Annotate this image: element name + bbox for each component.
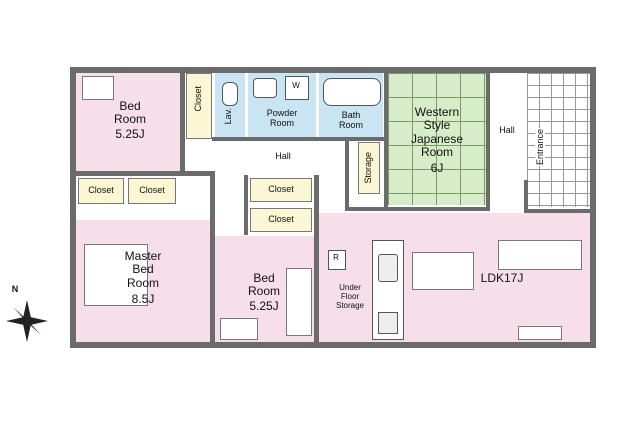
kitchen-sink-icon [378,254,398,282]
wall [345,207,490,211]
hall-center-label: Hall [275,151,291,161]
stove-icon [378,312,398,334]
closet-left-1 [78,178,124,204]
wall [524,180,528,212]
wall [244,175,248,235]
wall [314,175,319,342]
entrance-label: Entrance [535,128,546,167]
wall [210,171,215,342]
fridge-label: R [333,253,339,262]
outer-wall [70,67,596,348]
sofa-icon [498,240,582,270]
wall [76,171,210,176]
bed-room-1-name: Bed Room [113,99,146,127]
storage [358,142,380,194]
closet-center-2 [250,208,312,232]
closet-left-1-label: Closet [88,185,114,195]
bed-room-2-size: 5.25J [249,299,279,313]
storage-label: Storage [363,152,373,184]
ldk-label: LDK17J [480,271,524,285]
hall-center [212,139,344,175]
closet-left-2 [128,178,176,204]
lav-label: Lav. [223,108,233,125]
wall [212,137,384,141]
japanese-room-size: 6J [430,161,444,175]
master-bed-size: 8.5J [131,292,155,306]
closet-left-2-label: Closet [139,185,165,195]
fridge-icon [328,250,346,270]
closet-top-label: Closet [193,86,203,112]
wall [345,140,349,210]
compass-rose-icon [6,300,48,342]
washer-icon [285,76,309,100]
master-bed-name: Master Bed Room [124,249,162,290]
bed-room-2-name: Bed Room [247,271,280,299]
wall [524,209,590,213]
powder-room-label: Powder Room [266,108,298,129]
hall-right-label: Hall [499,125,515,135]
tv-icon [518,326,562,340]
closet-top [186,73,212,139]
japanese-room-name: Western Style Japanese Room [410,105,464,160]
washer-label: W [292,81,300,90]
double-bed-icon [84,244,148,306]
closet-center-1 [250,178,312,202]
wall [486,73,490,211]
wall [384,73,388,207]
bath-room-label: Bath Room [338,110,363,131]
japanese-room [388,73,486,205]
closet-center-2-label: Closet [268,214,294,224]
toilet-icon [222,82,238,106]
bed-room-1-size: 5.25J [115,127,145,141]
hall-right [490,73,524,213]
bathtub-icon [323,78,381,106]
wall [180,73,185,173]
under-floor-storage-label: Under Floor Storage [335,283,365,310]
north-label: N [11,284,19,294]
closet-center-1-label: Closet [268,184,294,194]
sink-icon [253,78,277,98]
dining-table-icon [412,252,474,290]
desk-icon [220,318,258,340]
bed-icon [82,76,114,100]
bed-icon-2 [286,268,312,336]
